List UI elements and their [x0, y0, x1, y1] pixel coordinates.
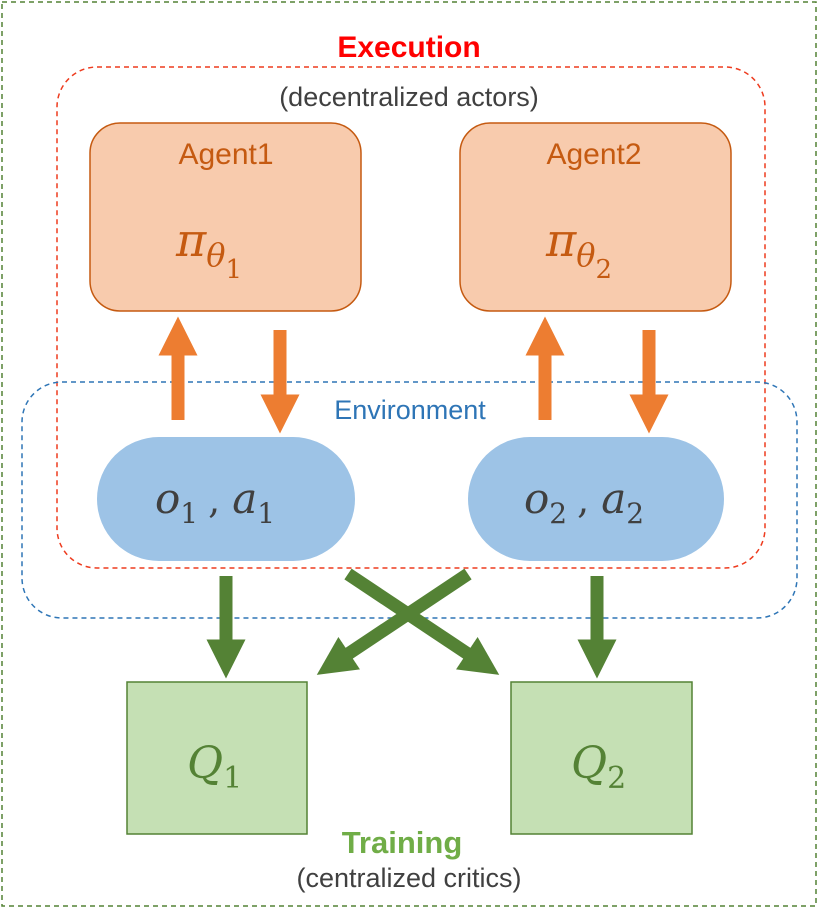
arrow-obs-2-to-critic-1: [316, 568, 472, 675]
agent-2-policy: πθ2: [545, 213, 612, 285]
agent-2-label: Agent2: [546, 138, 641, 171]
agent-1-policy: πθ1: [175, 213, 242, 285]
environment-label: Environment: [334, 395, 486, 425]
training-title: Training: [342, 825, 463, 860]
critic-2-label: Q2: [571, 738, 626, 796]
agent-2-box: Agent2 πθ2: [459, 122, 732, 312]
obs-action-2-text: o2,a2: [524, 474, 644, 530]
arrow-obs-1-to-critic-2: [344, 568, 500, 675]
agent-1-label: Agent1: [178, 138, 273, 171]
critic-2-box: Q2: [510, 681, 693, 835]
training-subtitle: (centralized critics): [296, 863, 521, 893]
obs-action-2-pill: o2,a2: [468, 437, 724, 561]
critic-1-box: Q1: [126, 681, 308, 835]
execution-region: [56, 66, 766, 569]
agent-1-box: Agent1 πθ1: [89, 122, 362, 312]
obs-action-1-text: o1,a1: [155, 474, 275, 530]
execution-title: Execution: [337, 31, 480, 64]
execution-subtitle: (decentralized actors): [279, 82, 539, 112]
obs-action-1-pill: o1,a1: [97, 437, 355, 561]
critic-1-label: Q1: [187, 738, 242, 796]
